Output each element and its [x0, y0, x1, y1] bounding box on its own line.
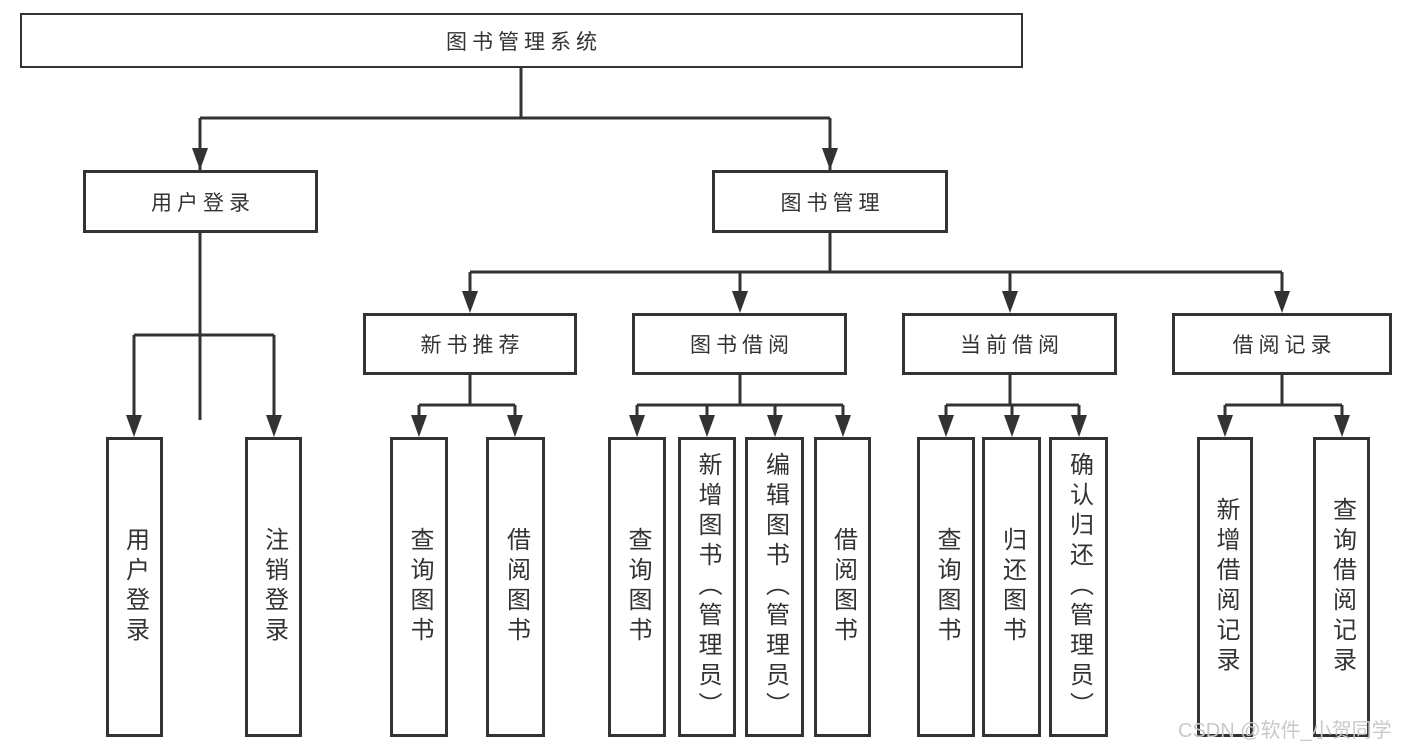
- node-leaf-query-books-current: 查询图书: [917, 437, 975, 737]
- node-leaf-borrow-books-recommend-label: 借阅图书: [502, 527, 530, 647]
- node-leaf-user-login-label: 用户登录: [121, 527, 149, 647]
- node-leaf-query-books-recommend: 查询图书: [390, 437, 448, 737]
- node-root: 图书管理系统: [20, 13, 1023, 68]
- connector-root: [198, 68, 832, 420]
- node-book-borrowing: 图书借阅: [632, 313, 847, 375]
- node-leaf-query-books-borrowing: 查询图书: [608, 437, 666, 737]
- node-book-management: 图书管理: [712, 170, 948, 233]
- node-leaf-edit-book-admin-label: 编辑图书（管理员）: [761, 452, 789, 722]
- node-leaf-add-borrow-record-label: 新增借阅记录: [1212, 497, 1239, 677]
- node-leaf-return-book-label: 归还图书: [998, 527, 1026, 647]
- node-leaf-borrow-books-recommend: 借阅图书: [486, 437, 545, 737]
- node-leaf-query-borrow-record-label: 查询借阅记录: [1328, 497, 1356, 677]
- node-borrowing-records-label: 借阅记录: [1232, 334, 1337, 357]
- node-book-management-label: 图书管理: [780, 191, 885, 215]
- node-leaf-add-book-admin: 新增图书（管理员）: [678, 437, 736, 737]
- node-leaf-confirm-return-admin: 确认归还（管理员）: [1049, 437, 1108, 737]
- node-new-book-recommendation: 新书推荐: [363, 313, 577, 375]
- node-user-login-label: 用户登录: [151, 191, 255, 215]
- node-user-login: 用户登录: [83, 170, 318, 233]
- node-leaf-query-books-recommend-label: 查询图书: [406, 527, 433, 647]
- csdn-watermark: CSDN @软件_小贺同学: [1178, 720, 1392, 742]
- node-book-borrowing-label: 图书借阅: [690, 334, 794, 357]
- node-current-borrowing-label: 当前借阅: [960, 334, 1064, 357]
- node-new-book-recommendation-label: 新书推荐: [420, 334, 525, 357]
- node-leaf-return-book: 归还图书: [982, 437, 1041, 737]
- node-leaf-query-books-current-label: 查询图书: [933, 527, 960, 647]
- node-root-label: 图书管理系统: [446, 30, 602, 54]
- node-leaf-confirm-return-admin-label: 确认归还（管理员）: [1065, 452, 1093, 722]
- node-leaf-edit-book-admin: 编辑图书（管理员）: [745, 437, 804, 737]
- connector-book-borrow-split: [635, 375, 845, 420]
- connector-new-book-split: [417, 375, 517, 420]
- connector-borrow-record-split: [1223, 375, 1344, 420]
- node-leaf-borrow-books-borrowing: 借阅图书: [814, 437, 871, 737]
- arrowheads: [126, 148, 1350, 437]
- node-leaf-user-login: 用户登录: [106, 437, 163, 737]
- connector-book-mgmt-split: [468, 233, 1284, 296]
- node-leaf-query-borrow-record: 查询借阅记录: [1313, 437, 1370, 737]
- node-current-borrowing: 当前借阅: [902, 313, 1117, 375]
- node-leaf-logout-label: 注销登录: [260, 527, 288, 647]
- node-borrowing-records: 借阅记录: [1172, 313, 1392, 375]
- connector-current-borrow-split: [944, 375, 1081, 420]
- node-leaf-logout: 注销登录: [245, 437, 302, 737]
- node-leaf-borrow-books-borrowing-label: 借阅图书: [829, 527, 857, 647]
- connector-user-login-split: [132, 233, 276, 420]
- node-leaf-add-borrow-record: 新增借阅记录: [1197, 437, 1253, 737]
- node-leaf-query-books-borrowing-label: 查询图书: [624, 527, 651, 647]
- node-leaf-add-book-admin-label: 新增图书（管理员）: [694, 452, 721, 722]
